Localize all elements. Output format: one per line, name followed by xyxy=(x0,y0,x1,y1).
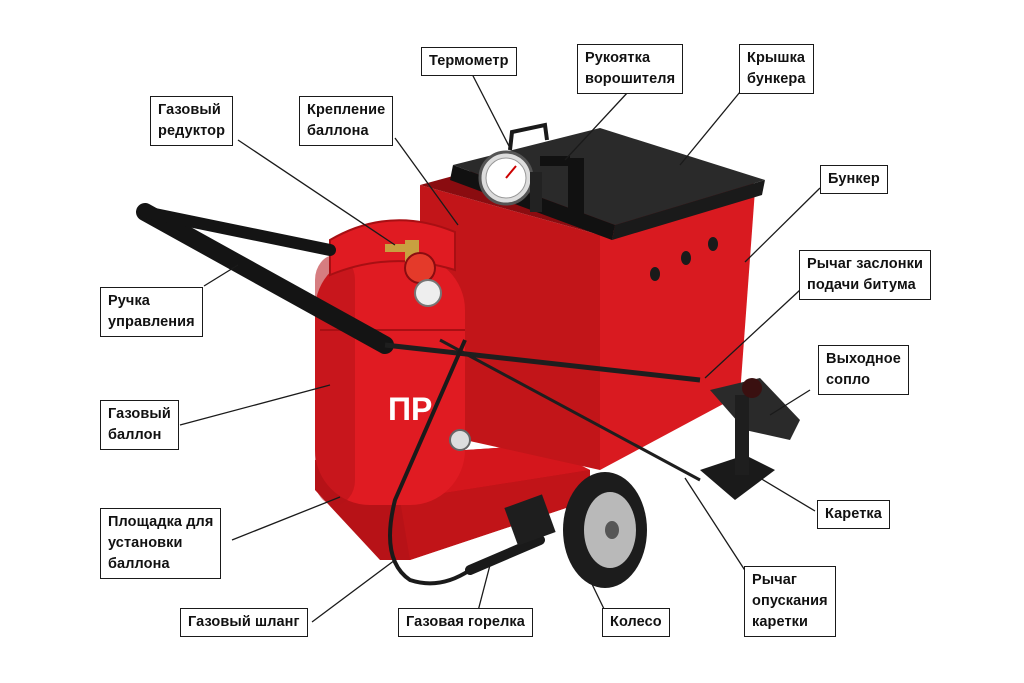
label-stirrer-handle: Рукоятка ворошителя xyxy=(577,44,684,94)
stirrer-handle-shape xyxy=(508,122,584,220)
gas-hose-shape xyxy=(388,339,556,586)
label-thermometer: Термометр xyxy=(421,47,517,76)
label-valve-lever: Рычаг заслонки подачи битума xyxy=(799,250,931,300)
gas-reducer-shape xyxy=(385,240,442,307)
gas-cylinder-shape: ПР xyxy=(315,219,465,505)
thermometer-shape xyxy=(478,150,542,212)
leader-lines xyxy=(179,69,821,623)
label-hopper-lid: Крышка бункера xyxy=(739,44,814,94)
label-hopper: Бункер xyxy=(820,165,888,194)
label-carriage: Каретка xyxy=(817,500,890,529)
label-gas-hose: Газовый шланг xyxy=(180,608,308,637)
label-cylinder-platform: Площадка для установки баллона xyxy=(100,508,222,579)
label-outlet-nozzle: Выходное сопло xyxy=(818,345,909,395)
label-gas-cylinder: Газовый баллон xyxy=(100,400,179,450)
label-gas-burner: Газовая горелка xyxy=(398,608,533,637)
label-gas-reducer: Газовый редуктор xyxy=(150,96,234,146)
label-wheel: Колесо xyxy=(602,608,670,637)
carriage-shape xyxy=(700,378,800,500)
cylinder-marking: ПР xyxy=(388,391,432,427)
label-cylinder-mount: Крепление баллона xyxy=(299,96,394,146)
wheel-shape xyxy=(563,472,647,588)
control-handle-shape xyxy=(136,203,701,482)
label-control-handle: Ручка управления xyxy=(100,287,203,337)
label-carriage-lever: Рычаг опускания каретки xyxy=(744,566,836,637)
